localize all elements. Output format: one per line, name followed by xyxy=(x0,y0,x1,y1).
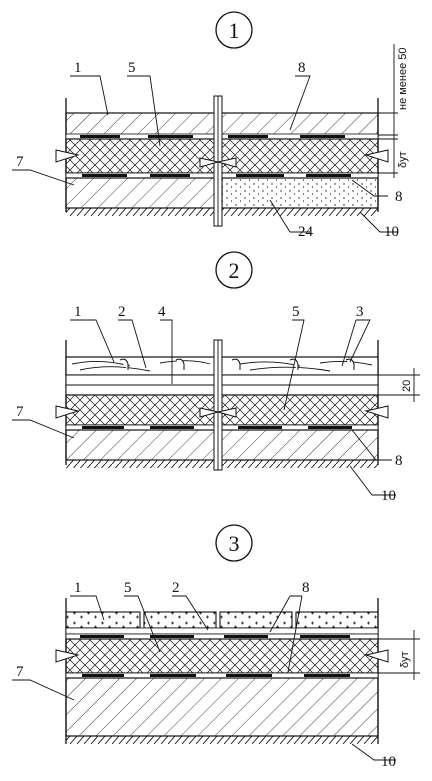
dim-min-50: не менее 50 xyxy=(397,47,409,110)
section-2: 2 xyxy=(12,251,420,504)
section-3-circle xyxy=(215,524,253,562)
label-24: 24 xyxy=(298,224,314,240)
label-5: 5 xyxy=(124,580,132,596)
label-8: 8 xyxy=(395,453,403,469)
section-1-number: 1 xyxy=(229,18,240,43)
sand-layer xyxy=(221,177,379,209)
section-3: 3 δут xyxy=(12,524,420,770)
dim-delta-1: δут xyxy=(397,151,409,168)
label-10: 10 xyxy=(384,224,399,240)
dim-delta-3: δут xyxy=(399,651,411,668)
label-7: 7 xyxy=(16,404,24,420)
section-3-number: 3 xyxy=(229,531,240,556)
label-3: 3 xyxy=(356,304,364,320)
section-1: 1 xyxy=(12,11,409,240)
label-4: 4 xyxy=(158,304,166,320)
base-slab xyxy=(65,177,217,209)
dim-20: 20 xyxy=(401,380,413,392)
label-7: 7 xyxy=(16,664,24,680)
label-10: 10 xyxy=(381,754,396,770)
label-10: 10 xyxy=(381,488,396,504)
section-2-circle xyxy=(215,251,253,289)
label-2: 2 xyxy=(118,304,126,320)
label-7: 7 xyxy=(16,154,24,170)
label-8: 8 xyxy=(298,60,306,76)
label-1: 1 xyxy=(74,304,82,320)
tile-layer xyxy=(65,611,379,629)
label-5: 5 xyxy=(292,304,300,320)
label-5: 5 xyxy=(128,60,136,76)
label-1: 1 xyxy=(74,580,82,596)
section-1-circle xyxy=(215,11,253,49)
label-8: 8 xyxy=(302,580,310,596)
label-2: 2 xyxy=(172,580,180,596)
section-2-number: 2 xyxy=(229,258,240,283)
label-8b: 8 xyxy=(395,189,403,205)
label-1: 1 xyxy=(74,60,82,76)
